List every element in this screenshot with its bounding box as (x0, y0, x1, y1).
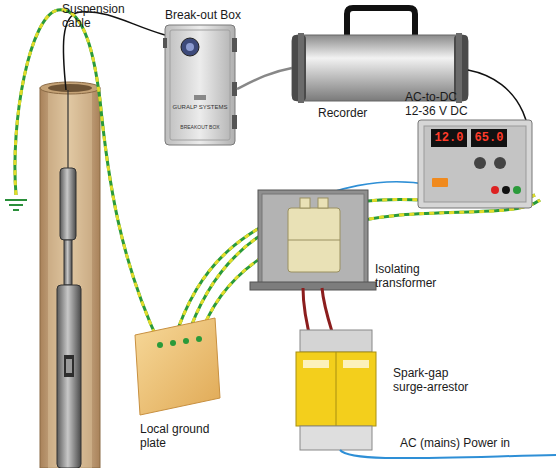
display-reading: 12.0 (431, 131, 467, 145)
earth-wires (15, 10, 540, 345)
power-supply (418, 120, 532, 208)
callout-label: Recorder (318, 106, 398, 120)
recorder-cable (237, 68, 292, 89)
callout-label: Suspension cable (62, 2, 132, 30)
recorder (292, 8, 468, 103)
isolating-transformer (250, 190, 376, 345)
breakout-box (163, 25, 237, 145)
display-reading: 65.0 (471, 131, 507, 145)
callout-label: AC-to-DC 12-36 V DC (405, 90, 477, 118)
callout-label: Break-out Box (165, 8, 265, 22)
callout-label: Spark-gap surge-arrestor (393, 366, 483, 394)
callout-label: Local ground plate (140, 422, 220, 450)
surge-arrestor (296, 330, 376, 450)
borehole (40, 82, 100, 468)
earth-symbol (5, 200, 27, 210)
callout-label: AC (mains) Power in (400, 436, 550, 450)
device-marking: GURALP SYSTEMS (172, 104, 228, 111)
device-marking: BREAKOUT BOX (172, 124, 228, 130)
callout-label: Isolating transformer (375, 262, 455, 290)
ground-plate (135, 318, 220, 415)
mains-cable (340, 450, 556, 458)
